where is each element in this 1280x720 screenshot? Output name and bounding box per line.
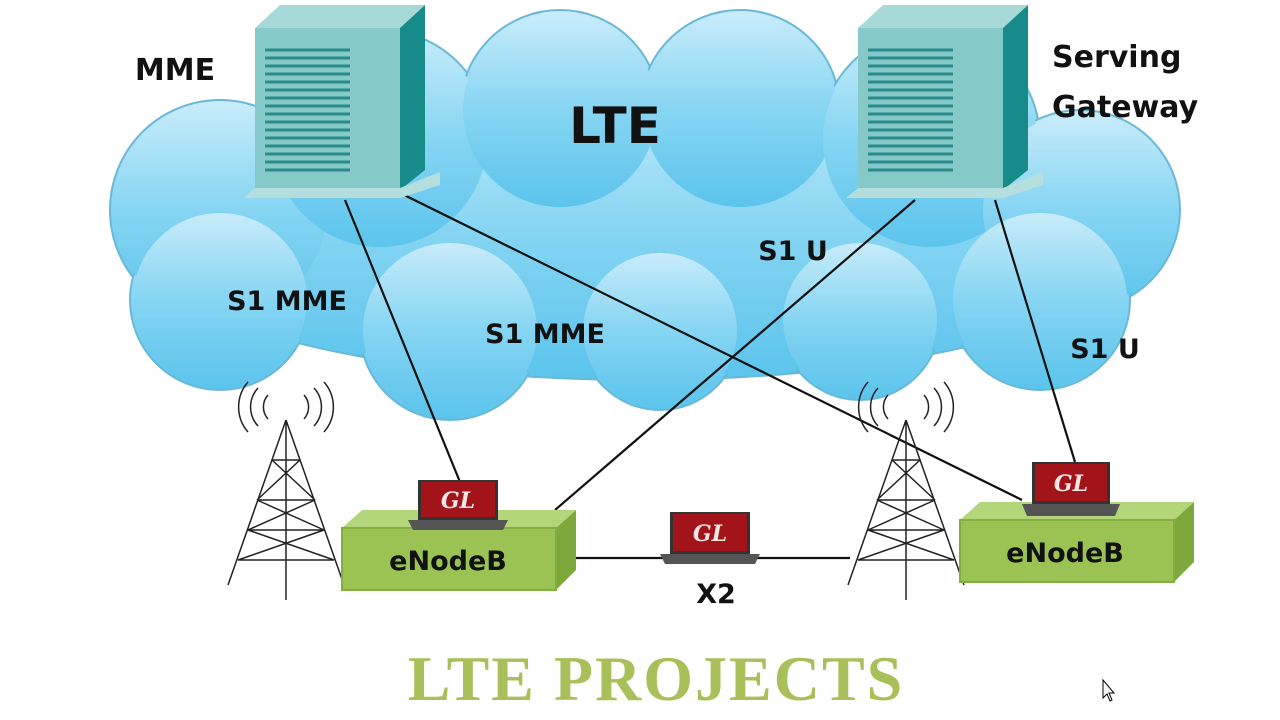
mme-server-icon [243, 5, 440, 198]
s1-u-center-label: S1 U [758, 236, 828, 267]
footer-title: LTE PROJECTS [408, 643, 904, 714]
enodeb-left-label: eNodeB [389, 546, 507, 577]
s1-u-right-label: S1 U [1070, 334, 1140, 365]
s1-mme-center-label: S1 MME [485, 319, 605, 350]
svg-text:GL: GL [1054, 471, 1088, 497]
s1-mme-left-label: S1 MME [227, 286, 347, 317]
enodeb-right-label: eNodeB [1006, 538, 1124, 569]
mouse-cursor-icon [1102, 678, 1116, 702]
enodeb-right-box [959, 502, 1194, 583]
sgw-label-line2: Gateway [1052, 90, 1199, 125]
cell-tower-right-icon [847, 381, 965, 600]
laptop-center-icon: GL [660, 512, 760, 564]
cell-tower-left-icon [227, 381, 345, 600]
s1-u-right-link [993, 199, 1077, 463]
enodeb-left-box [341, 510, 576, 591]
x2-label: X2 [696, 579, 736, 610]
links [343, 187, 1077, 560]
svg-text:GL: GL [693, 521, 727, 547]
svg-text:GL: GL [441, 488, 475, 514]
s1-mme-left-link [343, 199, 462, 483]
laptop-left-icon: GL [408, 480, 508, 530]
laptop-right-icon: GL [1022, 462, 1120, 516]
sgw-label-line1: Serving [1052, 40, 1181, 75]
s1-u-center-link [554, 199, 916, 511]
mme-label: MME [135, 53, 215, 88]
cloud-label: LTE [569, 97, 661, 155]
serving-gateway-server-icon [846, 5, 1043, 198]
s1-mme-center-link [389, 187, 1023, 501]
